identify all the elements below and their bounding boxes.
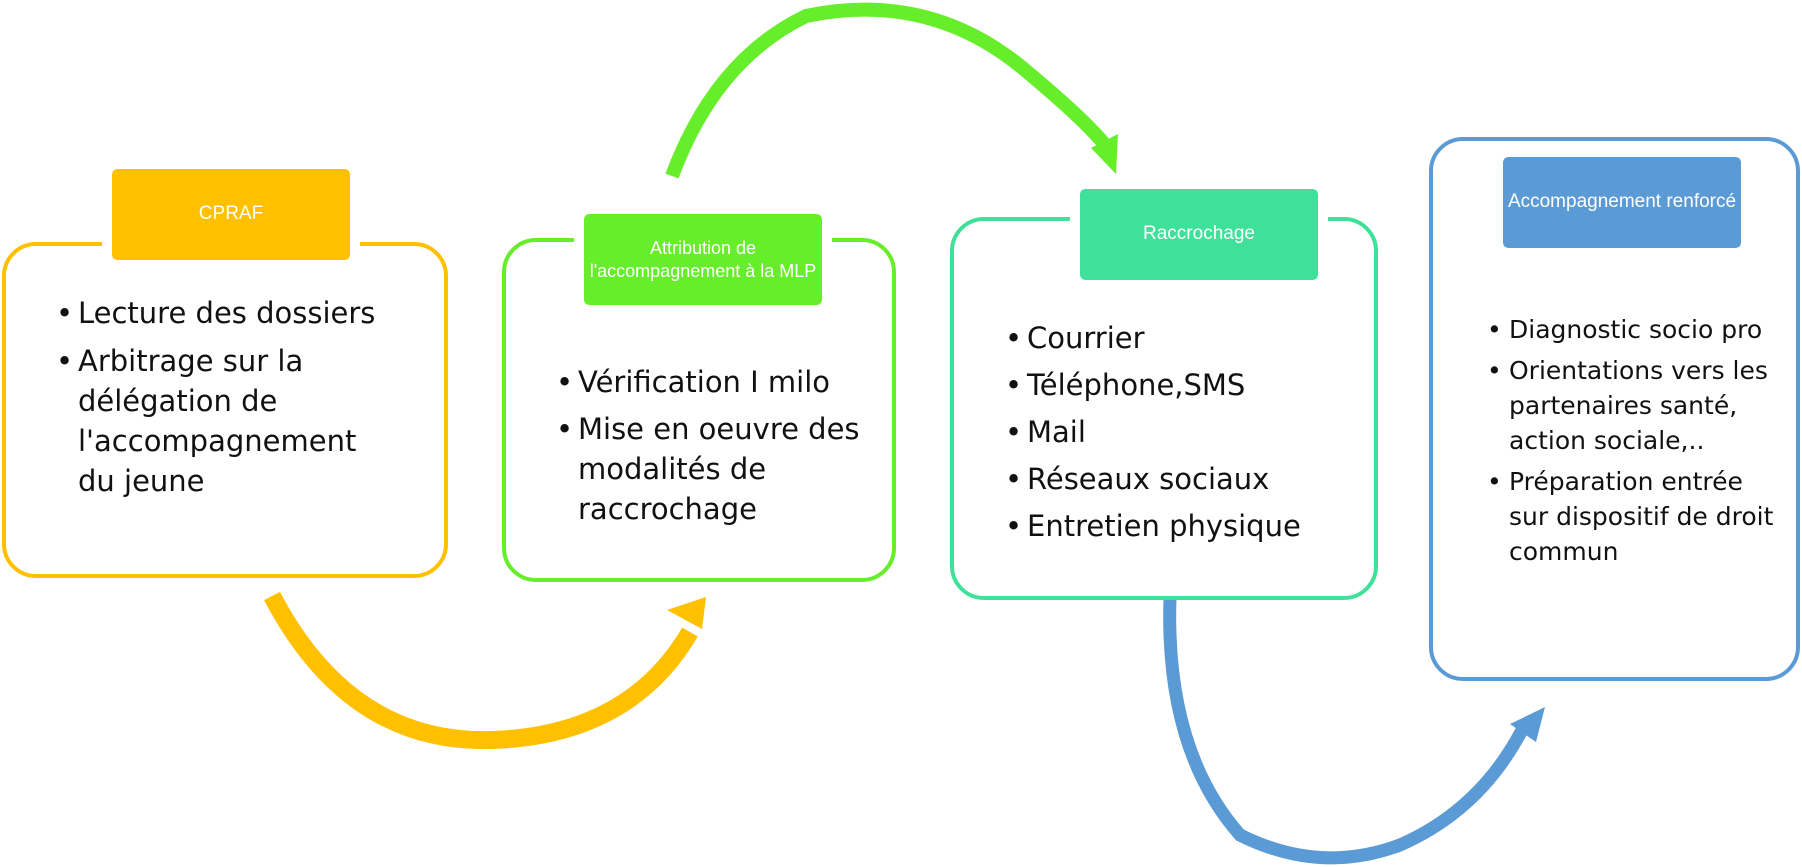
step-title-cpraf: CPRAF [102,159,360,270]
list-item: Arbitrage sur la délégation de l'accompa… [56,341,396,501]
step-list-cpraf: Lecture des dossiers Arbitrage sur la dé… [56,293,396,509]
arrow-raccrochage-to-renforce [1163,597,1528,865]
step-title-raccrochage: Raccrochage [1070,179,1328,290]
arrow-cpraf-to-attribution [264,591,698,750]
list-item: Orientations vers les partenaires santé,… [1487,353,1787,458]
list-item: Vérification I milo [556,362,886,402]
arrow-head-raccrochage [1510,707,1545,742]
step-list-attribution: Vérification I milo Mise en oeuvre des m… [556,362,886,536]
list-item: Mail [1005,412,1365,452]
list-item: Diagnostic socio pro [1487,312,1787,347]
arrow-head-attribution [1091,134,1118,174]
step-title-attribution: Attribution de l'accompagnement à la MLP [574,204,832,315]
arrow-attribution-to-raccrochage [665,2,1111,179]
list-item: Courrier [1005,318,1365,358]
list-item: Réseaux sociaux [1005,459,1365,499]
step-title-renforce: Accompagnement renforcé [1493,147,1751,258]
list-item: Mise en oeuvre des modalités de raccroch… [556,409,886,529]
step-list-renforce: Diagnostic socio pro Orientations vers l… [1487,312,1787,575]
step-list-raccrochage: Courrier Téléphone,SMS Mail Réseaux soci… [1005,318,1365,553]
list-item: Préparation entrée sur dispositif de dro… [1487,464,1787,569]
list-item: Lecture des dossiers [56,293,396,333]
list-item: Téléphone,SMS [1005,365,1365,405]
list-item: Entretien physique [1005,506,1365,546]
arrow-head-cpraf [667,597,706,629]
